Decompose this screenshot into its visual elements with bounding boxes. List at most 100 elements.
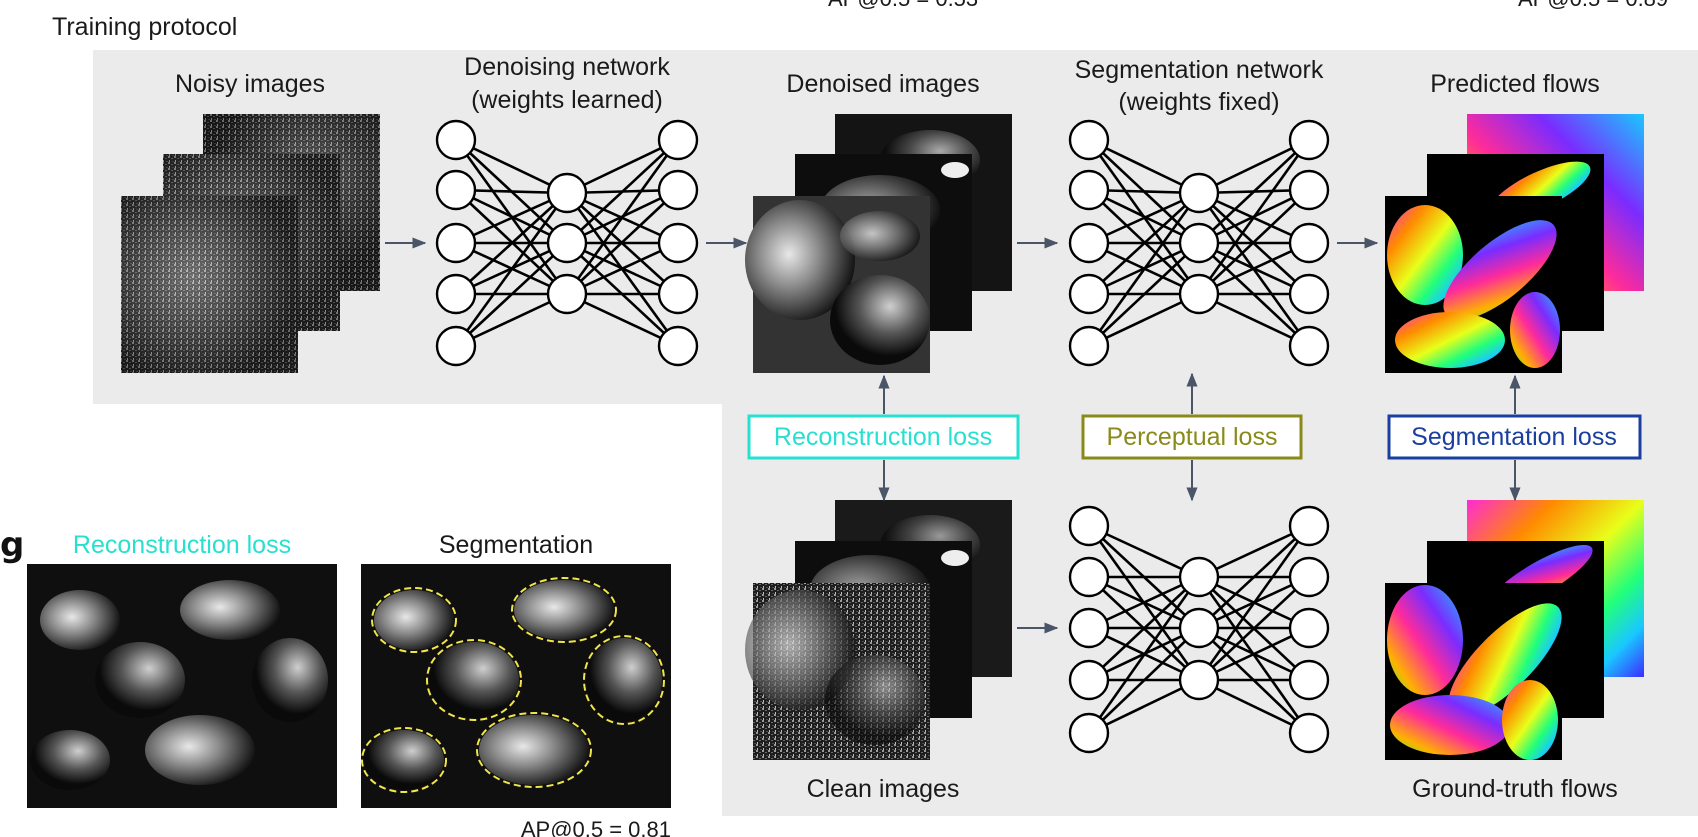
network-node bbox=[1068, 505, 1110, 547]
network-edge bbox=[1197, 525, 1311, 681]
network-node bbox=[1068, 273, 1110, 315]
network-edge bbox=[1088, 576, 1200, 681]
network-edge bbox=[1087, 192, 1201, 347]
label-denoised-images: Denoised images bbox=[786, 70, 979, 98]
segmentation-contours bbox=[361, 577, 665, 793]
panel-g-left-title: Reconstruction loss bbox=[73, 531, 291, 559]
network-edge bbox=[455, 138, 568, 195]
network-node bbox=[1288, 712, 1330, 754]
network-node bbox=[1178, 222, 1220, 264]
network-node bbox=[435, 273, 477, 315]
network-node bbox=[1068, 607, 1110, 649]
network-edge bbox=[1088, 575, 1200, 630]
label-seg-net-1: Segmentation network bbox=[1075, 56, 1324, 84]
network-node bbox=[657, 169, 699, 211]
network-node bbox=[1068, 659, 1110, 701]
network-node bbox=[657, 325, 699, 367]
network-edge bbox=[1088, 188, 1200, 245]
network-node bbox=[435, 222, 477, 264]
label-noisy-images: Noisy images bbox=[175, 70, 325, 98]
segmentation-loss-label: Segmentation loss bbox=[1411, 423, 1617, 451]
label-denoise-net-1: Denoising network bbox=[464, 53, 670, 81]
panel-g-segmentation-image bbox=[361, 564, 671, 808]
network-edge bbox=[1087, 576, 1201, 734]
network-edge bbox=[1088, 627, 1200, 734]
network-edge bbox=[455, 292, 568, 348]
section-title: Training protocol bbox=[52, 13, 237, 41]
network-node bbox=[546, 172, 588, 214]
network-edge bbox=[455, 242, 568, 347]
network-node bbox=[1068, 169, 1110, 211]
perceptual-loss-label: Perceptual loss bbox=[1107, 423, 1278, 451]
top-cut-ap-left: AP@0.5 = 0.53 bbox=[828, 0, 978, 11]
network-edge bbox=[566, 241, 679, 296]
network-edge bbox=[566, 189, 679, 295]
network-node bbox=[1178, 556, 1220, 598]
network-node bbox=[546, 273, 588, 315]
network-node bbox=[1178, 273, 1220, 315]
segmentation-loss-box: Segmentation loss bbox=[1387, 414, 1642, 460]
denoising-network bbox=[435, 119, 699, 367]
panel-letter-g: g bbox=[0, 525, 24, 565]
network-node bbox=[435, 119, 477, 161]
network-edge bbox=[1088, 192, 1200, 295]
network-edge bbox=[1088, 678, 1200, 735]
network-node bbox=[1288, 556, 1330, 598]
network-node bbox=[1068, 222, 1110, 264]
network-edge bbox=[1198, 626, 1310, 682]
network-node bbox=[1178, 607, 1220, 649]
network-edge bbox=[1198, 241, 1310, 296]
label-ground-truth-flows: Ground-truth flows bbox=[1412, 775, 1618, 803]
network-edge bbox=[565, 139, 680, 295]
ground-truth-flows-stack bbox=[1385, 500, 1644, 760]
label-clean-images: Clean images bbox=[807, 775, 960, 803]
network-node bbox=[1288, 273, 1330, 315]
label-predicted-flows: Predicted flows bbox=[1430, 70, 1600, 98]
network-edge bbox=[1198, 678, 1310, 735]
network-edge bbox=[1198, 292, 1310, 348]
network-node bbox=[1068, 556, 1110, 598]
network-node bbox=[657, 222, 699, 264]
network-node bbox=[1288, 607, 1330, 649]
label-denoise-net-2: (weights learned) bbox=[471, 86, 663, 114]
clean-image-stack bbox=[745, 500, 1012, 760]
panel-g-right-title: Segmentation bbox=[439, 531, 593, 559]
network-edge bbox=[1198, 524, 1310, 579]
network-node bbox=[546, 222, 588, 264]
network-edge bbox=[1088, 524, 1200, 579]
network-edge bbox=[1088, 242, 1200, 347]
segmentation-network-top bbox=[1068, 119, 1330, 367]
label-seg-net-2: (weights fixed) bbox=[1118, 88, 1279, 116]
network-edge bbox=[566, 138, 679, 195]
network-edge bbox=[455, 192, 568, 295]
denoised-image-stack bbox=[745, 114, 1012, 373]
network-node bbox=[1068, 119, 1110, 161]
network-edge bbox=[455, 191, 568, 245]
network-node bbox=[1288, 169, 1330, 211]
network-edge bbox=[566, 292, 679, 348]
network-node bbox=[435, 325, 477, 367]
network-node bbox=[1068, 325, 1110, 367]
network-node bbox=[1178, 659, 1220, 701]
network-edge bbox=[1198, 525, 1310, 629]
segmentation-network-bottom bbox=[1068, 505, 1330, 754]
network-edge bbox=[454, 192, 569, 347]
network-node bbox=[1288, 325, 1330, 367]
reconstruction-loss-label: Reconstruction loss bbox=[774, 423, 992, 451]
panel-g-reconstruction-image bbox=[27, 564, 337, 808]
network-edge bbox=[1198, 139, 1310, 244]
network-node bbox=[1288, 222, 1330, 264]
network-edge bbox=[1198, 576, 1310, 681]
network-edge bbox=[1197, 139, 1311, 295]
network-edge bbox=[1088, 138, 1200, 195]
predicted-flows-stack bbox=[1385, 114, 1644, 373]
network-node bbox=[1288, 119, 1330, 161]
top-cut-ap-right: AP@0.5 = 0.89 bbox=[1518, 0, 1668, 11]
network-node bbox=[657, 119, 699, 161]
network-edge bbox=[1088, 292, 1200, 348]
network-edge bbox=[455, 188, 568, 245]
network-node bbox=[435, 169, 477, 211]
panel-g-ap-label: AP@0.5 = 0.81 bbox=[521, 817, 671, 837]
